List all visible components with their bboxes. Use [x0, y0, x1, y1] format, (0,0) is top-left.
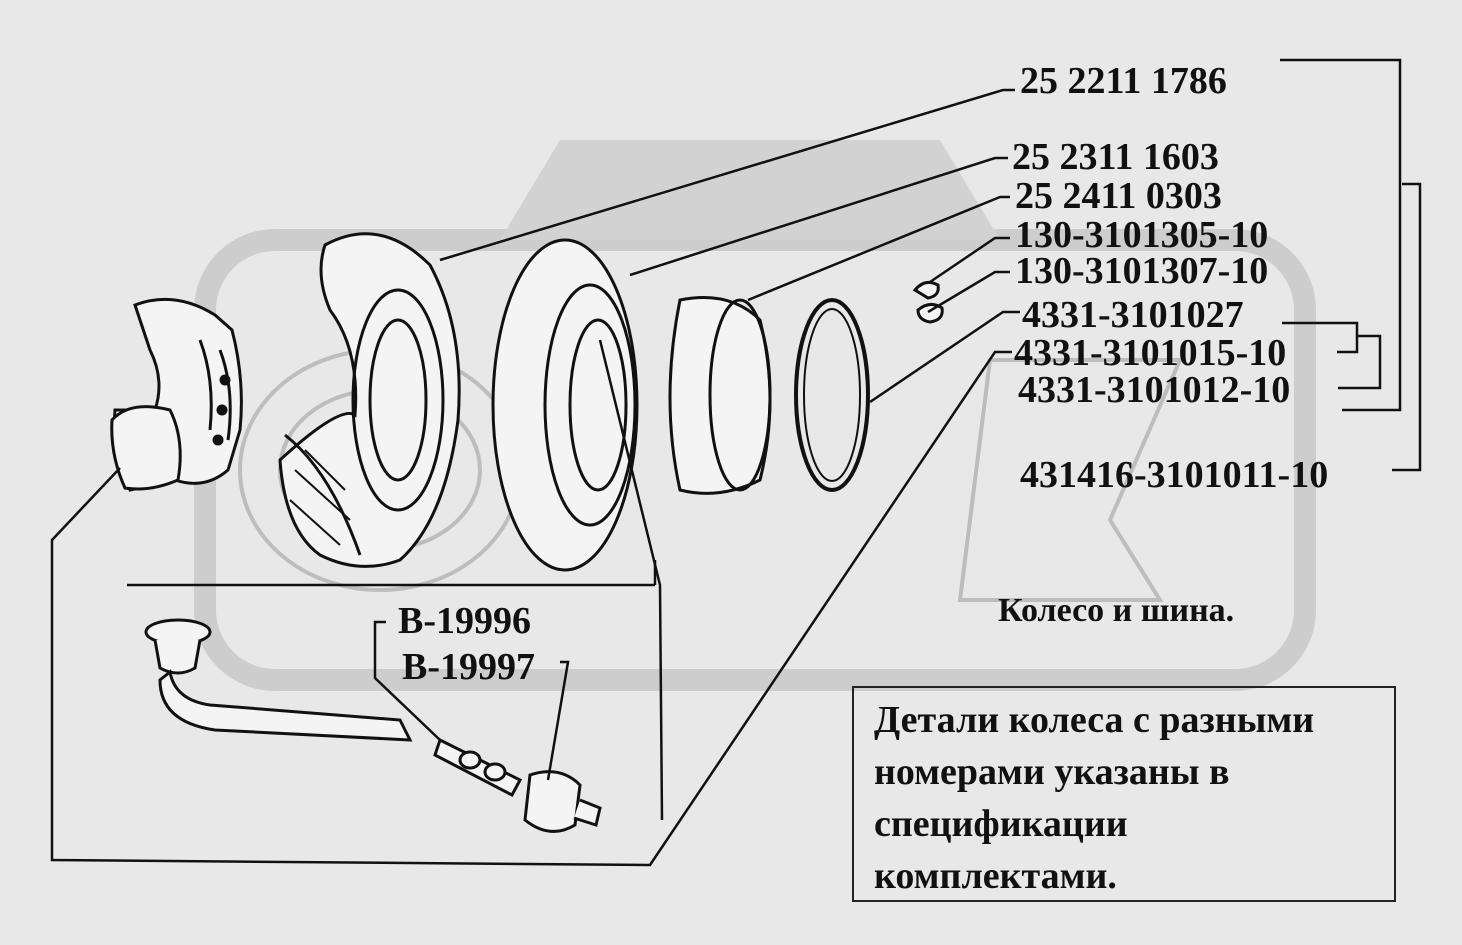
cut-tire: [278, 232, 461, 568]
part-number-rim: 4331-3101012-10: [1018, 369, 1291, 411]
note-box: Детали колеса с разными номерами указаны…: [852, 686, 1396, 902]
valve-cap: [523, 770, 602, 833]
part-number-clip-1: 130-3101305-10: [1015, 214, 1269, 256]
part-number-tire: 25 2211 1786: [1020, 60, 1227, 102]
valve-stem: [144, 618, 413, 742]
leader-lines: [50, 58, 1422, 867]
note-line: спецификации: [874, 803, 1128, 845]
part-number-flap: 25 2411 0303: [1015, 175, 1222, 217]
valve-core: [433, 737, 523, 798]
note-line: Детали колеса с разными: [874, 699, 1315, 741]
lock-ring: [794, 298, 870, 492]
note-line: комплектами.: [874, 855, 1117, 897]
rim: [668, 296, 772, 495]
part-number-wheel-assembly: 431416-3101011-10: [1020, 454, 1329, 496]
diagram-caption: Колесо и шина.: [998, 592, 1235, 629]
part-number-valve-core: В-19996: [398, 600, 531, 642]
part-number-lock-ring: 4331-3101027: [1022, 294, 1244, 336]
clips: [912, 280, 944, 324]
part-number-tube: 25 2311 1603: [1012, 136, 1219, 178]
part-number-valve-cap: В-19997: [402, 646, 535, 688]
wheel-disc: [110, 297, 243, 492]
inner-tube: [491, 238, 639, 572]
part-number-side-ring: 4331-3101015-10: [1014, 332, 1287, 374]
note-line: номерами указаны в: [874, 751, 1230, 793]
part-number-clip-2: 130-3101307-10: [1015, 250, 1269, 292]
